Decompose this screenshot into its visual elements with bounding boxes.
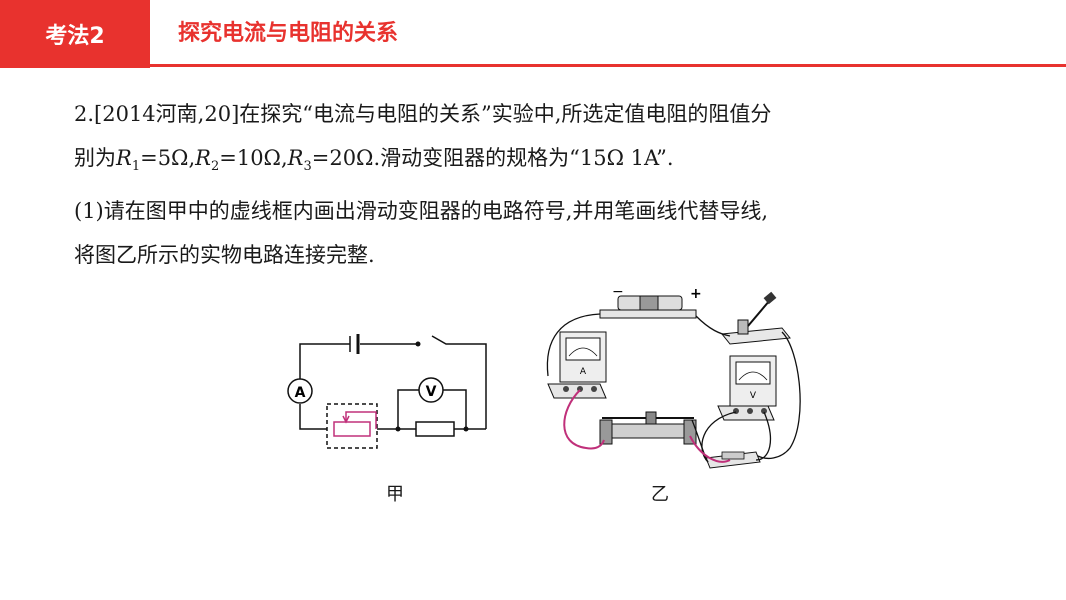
wire-battery-ammeter <box>546 313 601 377</box>
ammeter-letter: A <box>295 385 306 401</box>
rheostat-device <box>599 411 697 445</box>
line2-prefix: 别为 <box>74 146 116 170</box>
voltmeter-letter: V <box>426 384 437 400</box>
line2-suffix: 滑动变阻器的规格为“15Ω 1A”. <box>380 146 674 170</box>
r3-value: =20Ω. <box>311 146 381 170</box>
problem-line-3: (1)请在图甲中的虚线框内画出滑动变阻器的电路符号,并用笔画线代替导线, <box>74 199 769 224</box>
voltmeter-symbol <box>418 377 444 403</box>
wire-voltmeter-resistor-2 <box>755 411 772 461</box>
rheostat-dashed-box <box>326 403 378 449</box>
wire-switch-resistor <box>757 331 801 460</box>
figure-yi-caption: 乙 <box>651 484 669 505</box>
fixed-resistor-device <box>705 451 761 469</box>
voltmeter-wire-right <box>443 389 467 429</box>
r1-subscript: 1 <box>131 159 141 175</box>
voltmeter-wire-left <box>397 389 419 429</box>
wire-rheostat-resistor <box>691 419 709 463</box>
answer-wire-rheostat-resistor <box>689 435 731 463</box>
r3-subscript: 3 <box>303 159 312 175</box>
header-divider <box>150 64 1066 67</box>
r2-value: =10Ω, <box>219 146 288 170</box>
problem-text: 2.[2014河南,20]在探究“电流与电阻的关系”实验中,所选定值电阻的阻值分… <box>74 92 1004 277</box>
problem-line-4: 将图乙所示的实物电路连接完整. <box>74 243 375 268</box>
battery-plus-label: + <box>690 286 702 302</box>
switch-contact <box>415 341 421 347</box>
switch-and-right-wire <box>431 335 487 429</box>
section-header: 考法2 探究电流与电阻的关系 <box>0 0 1066 68</box>
wire-battery-switch <box>695 315 731 337</box>
r1-value: =5Ω, <box>140 146 196 170</box>
problem-line-2: 别为R1=5Ω,R2=10Ω,R3=20Ω.滑动变阻器的规格为“15Ω 1A”. <box>74 136 1004 189</box>
problem-line-1: 2.[2014河南,20]在探究“电流与电阻的关系”实验中,所选定值电阻的阻值分 <box>74 102 772 126</box>
answer-wire-ammeter-rheostat <box>563 389 605 450</box>
section-title: 探究电流与电阻的关系 <box>178 21 399 46</box>
knife-switch <box>721 291 791 345</box>
ammeter-device: A <box>547 331 607 399</box>
r1-symbol: R <box>116 146 132 170</box>
ammeter-device-letter: A <box>580 367 587 377</box>
battery-pack: − + <box>599 284 702 319</box>
voltmeter-device: V <box>717 355 777 421</box>
rheostat-symbol <box>333 411 377 437</box>
r2-symbol: R <box>195 146 211 170</box>
wire-left-bottom <box>299 404 327 430</box>
wire-voltmeter-resistor <box>701 411 737 463</box>
r3-symbol: R <box>287 146 304 170</box>
ammeter-symbol <box>287 378 313 404</box>
r2-subscript: 2 <box>210 159 220 175</box>
junction-right <box>463 426 469 432</box>
battery-minus-label: − <box>612 284 624 300</box>
voltmeter-device-letter: V <box>750 391 757 401</box>
figure-jia-caption: 甲 <box>386 484 404 505</box>
method-tag: 考法2 <box>0 0 150 68</box>
junction-left <box>395 426 401 432</box>
